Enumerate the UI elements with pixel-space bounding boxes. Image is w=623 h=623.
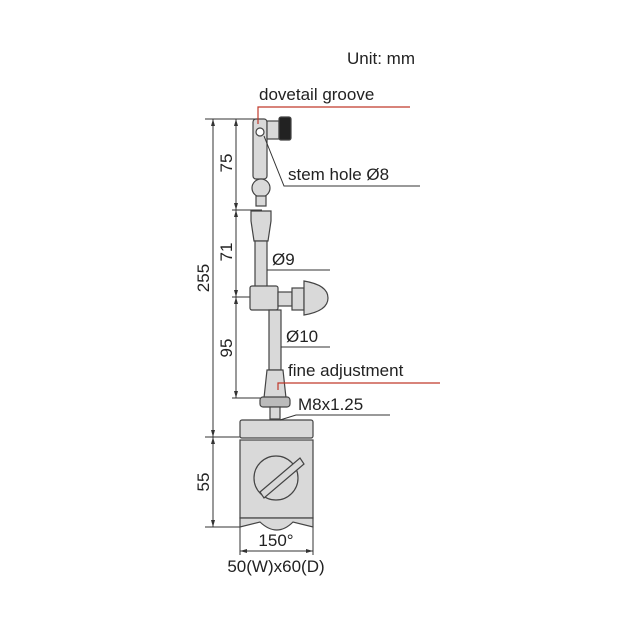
dim-middle-arm: 71 bbox=[217, 243, 236, 262]
label-fine-adjustment: fine adjustment bbox=[288, 361, 404, 380]
thread-stem bbox=[269, 406, 281, 420]
label-dia-10: Ø10 bbox=[286, 327, 318, 346]
unit-label: Unit: mm bbox=[347, 49, 415, 68]
label-v-angle: 150° bbox=[258, 531, 293, 550]
rod-d10 bbox=[268, 309, 282, 371]
dimension-arrows bbox=[211, 119, 313, 553]
dim-total-height: 255 bbox=[194, 264, 213, 292]
dim-lower-arm: 95 bbox=[217, 339, 236, 358]
rod-d9 bbox=[254, 240, 268, 290]
center-knob bbox=[303, 280, 329, 316]
ball-joint bbox=[251, 178, 271, 198]
stem-hole bbox=[255, 127, 265, 137]
label-thread: M8x1.25 bbox=[298, 395, 363, 414]
dim-upper-arm: 75 bbox=[217, 154, 236, 173]
label-stem-hole: stem hole Ø8 bbox=[288, 165, 389, 184]
dovetail-clamp bbox=[266, 120, 280, 140]
fine-adjust-knob bbox=[259, 396, 291, 408]
label-dia-9: Ø9 bbox=[272, 250, 295, 269]
black-leaders bbox=[263, 135, 420, 421]
label-base-size: 50(W)x60(D) bbox=[227, 557, 324, 576]
fine-adjust-body bbox=[263, 369, 287, 399]
red-leaders bbox=[257, 106, 440, 390]
v-groove bbox=[239, 517, 314, 531]
switch-dial bbox=[253, 455, 299, 501]
dim-base-height: 55 bbox=[194, 473, 213, 492]
middle-joint bbox=[250, 210, 272, 242]
switch-lever bbox=[259, 457, 305, 499]
center-clamp bbox=[249, 285, 279, 311]
dimension-lines bbox=[205, 118, 314, 555]
label-dovetail-groove: dovetail groove bbox=[259, 85, 374, 104]
stand-parts bbox=[239, 116, 329, 531]
base-top-plate bbox=[239, 419, 314, 439]
clamp-knob bbox=[278, 116, 292, 141]
